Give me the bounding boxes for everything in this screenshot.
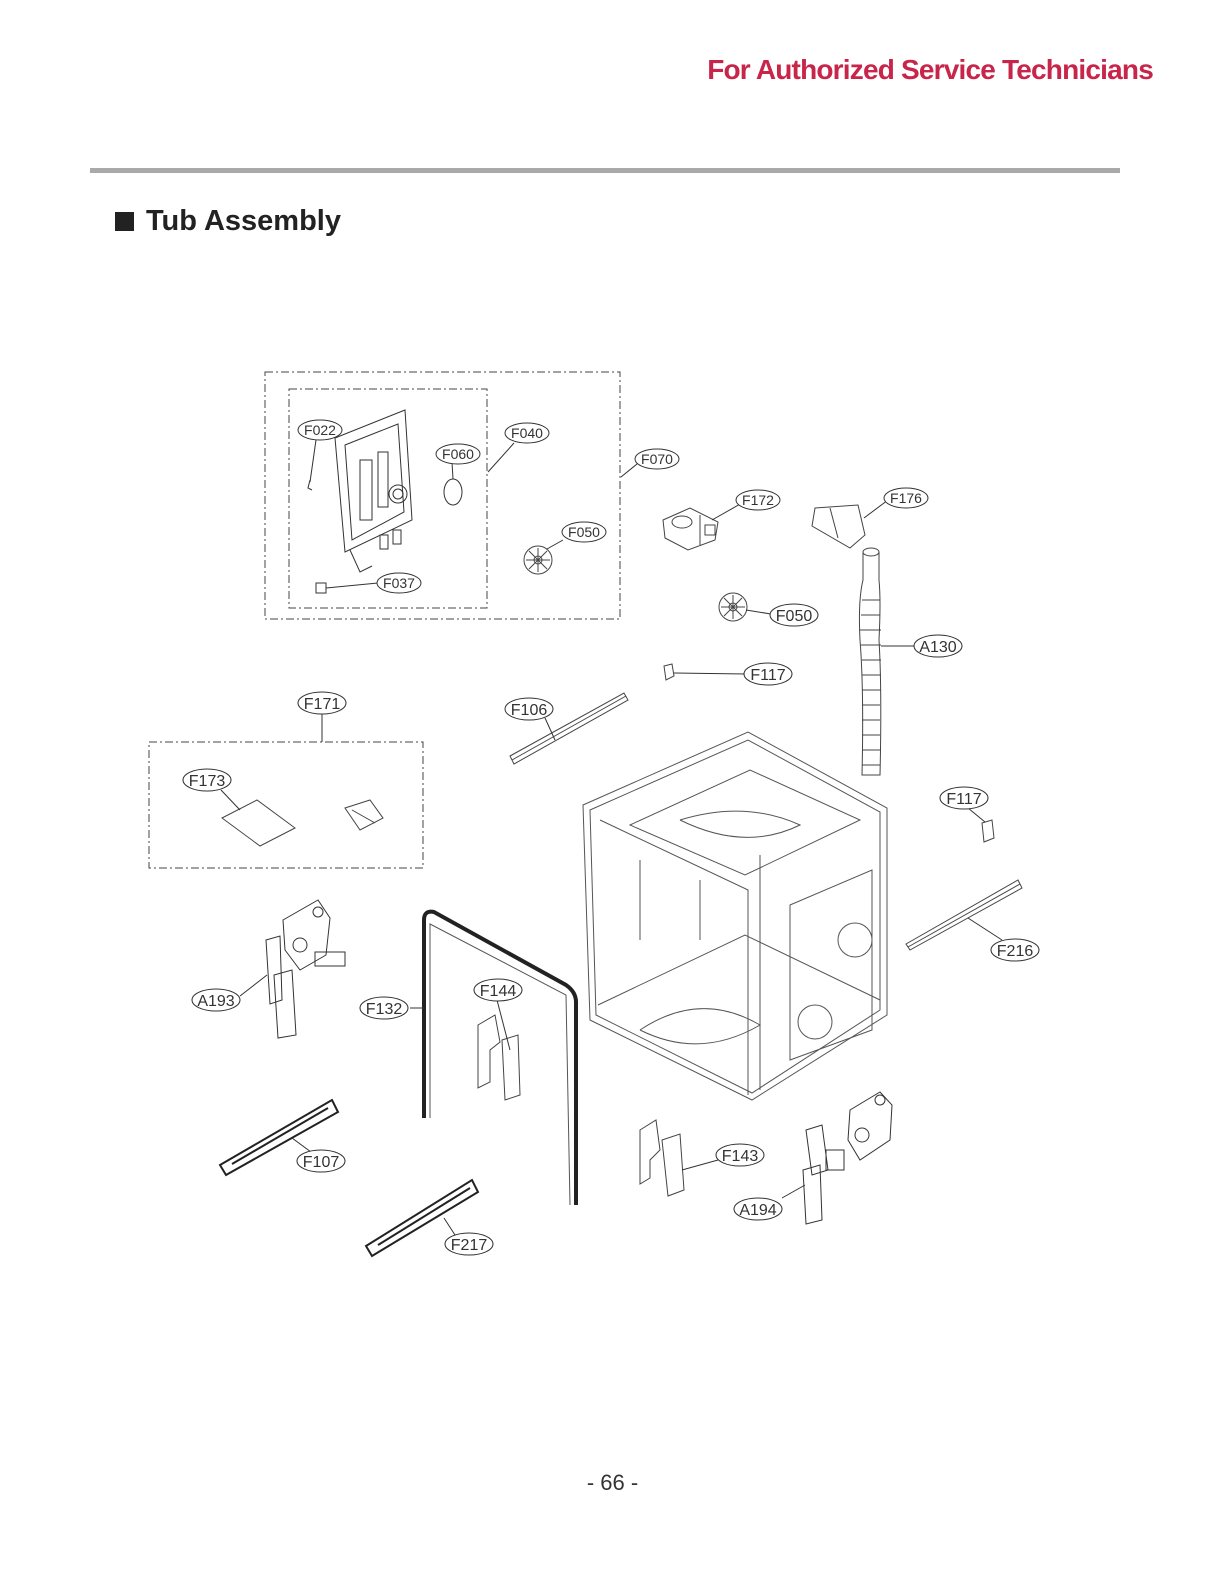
callout-f060: F060 — [435, 443, 481, 465]
rail-part-f217 — [364, 1178, 480, 1258]
drain-hose-part — [858, 547, 882, 776]
callout-f217: F217 — [444, 1232, 494, 1256]
callout-a130-label: A130 — [919, 639, 956, 656]
callout-f143: F143 — [715, 1143, 765, 1167]
header-authorized-technicians: For Authorized Service Technicians — [707, 54, 1154, 85]
callout-f022: F022 — [297, 419, 343, 441]
callout-f050-2: F050 — [769, 603, 819, 627]
page-number: - 66 - — [586, 1470, 639, 1495]
clip-part — [315, 582, 327, 594]
group-box-f070 — [264, 371, 621, 620]
filter-disc-part — [523, 545, 553, 575]
section-title: Tub Assembly — [115, 205, 341, 238]
callout-f107-label: F107 — [303, 1154, 340, 1171]
hinge-part-a194 — [802, 1091, 893, 1225]
rail-part-f106 — [509, 692, 629, 765]
callout-f070: F070 — [634, 448, 680, 470]
callout-a194: A194 — [733, 1197, 783, 1221]
callout-f132-label: F132 — [366, 1001, 403, 1018]
bracket-part — [811, 504, 866, 549]
callout-f106-label: F106 — [511, 702, 548, 719]
tub-body-part — [582, 731, 888, 1101]
square-bullet-icon — [115, 212, 134, 231]
hinge-bracket-part-f143 — [639, 1119, 685, 1197]
callout-f050-label: F050 — [568, 524, 600, 540]
callout-f070-label: F070 — [641, 451, 673, 467]
callout-f060-label: F060 — [442, 446, 474, 462]
sheet-part — [221, 799, 296, 847]
filter-disc-part-2 — [718, 592, 748, 622]
callout-a130: A130 — [913, 634, 963, 658]
pump-part — [662, 507, 719, 551]
callout-f050: F050 — [561, 521, 607, 543]
callout-a193-label: A193 — [197, 993, 234, 1010]
callout-f172: F172 — [735, 489, 781, 511]
callout-f117: F117 — [743, 662, 793, 686]
callout-f037-label: F037 — [383, 575, 415, 591]
callout-f176: F176 — [883, 487, 929, 509]
callout-f173-label: F173 — [189, 773, 226, 790]
callout-f040: F040 — [504, 422, 550, 444]
section-title-text: Tub Assembly — [146, 205, 341, 237]
callout-f132: F132 — [359, 996, 409, 1020]
callout-a194-label: A194 — [739, 1202, 776, 1219]
callout-f144-label: F144 — [480, 983, 517, 1000]
callout-f117-2-label: F117 — [946, 791, 981, 808]
callout-f117-2: F117 — [939, 786, 989, 810]
group-box-f171 — [148, 741, 424, 869]
callout-f172-label: F172 — [742, 492, 774, 508]
small-pin-part — [307, 479, 313, 491]
callout-f217-label: F217 — [451, 1237, 488, 1254]
callout-f106: F106 — [504, 697, 554, 721]
callout-f040-label: F040 — [511, 425, 543, 441]
callout-f143-label: F143 — [722, 1148, 759, 1165]
callout-a193: A193 — [191, 988, 241, 1012]
callout-f022-label: F022 — [304, 422, 336, 438]
callout-f176-label: F176 — [890, 490, 922, 506]
callout-f173: F173 — [182, 768, 232, 792]
callout-f037: F037 — [376, 572, 422, 594]
clip-part-f117 — [663, 663, 675, 681]
o-ring-part — [443, 478, 463, 506]
header-rule — [90, 168, 1120, 173]
rail-part-f107 — [218, 1098, 340, 1177]
door-gasket-inner — [429, 923, 571, 1206]
small-module-part — [344, 799, 384, 831]
callout-f117-label: F117 — [750, 667, 785, 684]
hinge-bracket-part-f144 — [477, 1014, 521, 1101]
callout-bubbles: F022 F040 F060 F070 F050 F037 F172 F176 … — [182, 419, 1040, 1256]
callout-f171-label: F171 — [304, 696, 341, 713]
clip-part-f117-2 — [981, 819, 995, 843]
callout-f107: F107 — [296, 1149, 346, 1173]
callout-f216: F216 — [990, 938, 1040, 962]
callout-f171: F171 — [297, 691, 347, 715]
sump-panel-part — [334, 409, 413, 573]
rail-part-f216 — [905, 879, 1023, 951]
callout-f144: F144 — [473, 978, 523, 1002]
hinge-part-a193 — [265, 899, 346, 1039]
group-box-f040 — [288, 388, 488, 609]
callout-f216-label: F216 — [997, 943, 1034, 960]
door-gasket-part — [422, 909, 578, 1205]
callout-f050-2-label: F050 — [776, 608, 813, 625]
leader-lines — [220, 439, 1003, 1236]
